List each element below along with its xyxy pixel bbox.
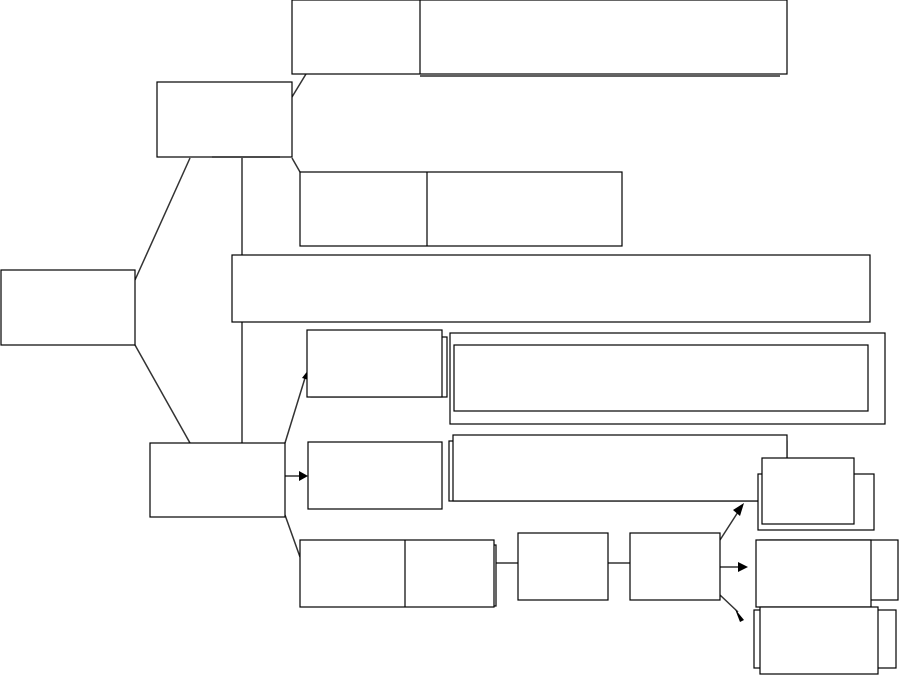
outcome-2-node [755, 539, 899, 608]
connector-lower-child-a [284, 377, 306, 444]
arrowhead-child-b [299, 471, 308, 481]
connector-step-2-outcome-1 [719, 511, 739, 541]
connector-lower-child-c [284, 514, 301, 558]
top-entry-row [291, 0, 788, 77]
child-a-node [306, 329, 448, 398]
connector-root-upper [134, 157, 191, 281]
child-b-description [448, 434, 788, 502]
child-c-node [299, 539, 497, 608]
child-a-description [449, 332, 886, 425]
arrowhead-outcome-1 [733, 503, 744, 516]
arrowhead-outcome-2 [738, 562, 748, 572]
upper-branch-node [156, 81, 293, 158]
lower-branch-node [149, 442, 286, 518]
outcome-3-node [753, 606, 897, 675]
connector-root-lower [134, 344, 191, 444]
connector-upper-top-entry [291, 73, 307, 98]
step-1-node [517, 532, 609, 601]
wide-banner [231, 254, 871, 323]
arrowhead-outcome-3 [735, 609, 744, 622]
step-2-node [629, 532, 721, 601]
mid-entry-row [299, 171, 623, 247]
root-node [0, 269, 136, 346]
connector-upper-mid-entry [291, 157, 301, 173]
outcome-1-node [757, 457, 875, 531]
child-b-node [307, 441, 443, 510]
connector-step-2-outcome-3 [719, 594, 739, 613]
